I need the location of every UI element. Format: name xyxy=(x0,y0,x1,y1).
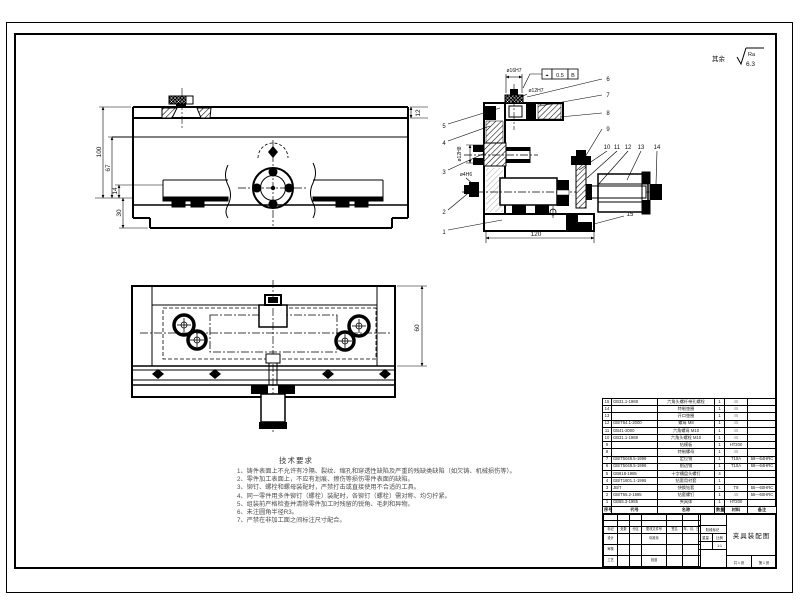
titleblock-grid-row: 工艺批准 xyxy=(603,555,701,567)
callout-13: 13 xyxy=(638,145,645,151)
plan-view: 60 xyxy=(131,280,427,433)
callout-7: 7 xyxy=(606,93,610,99)
roughness-note: 其余 Ra 6.3 xyxy=(712,47,764,68)
callout-8: 8 xyxy=(606,111,610,117)
callout-14: 14 xyxy=(654,145,661,151)
tol-datum: B xyxy=(571,73,575,79)
roughness-label: Ra xyxy=(748,52,756,58)
title-block: 标记处数分区更改文件号签名年、月、日设计标准化审核工艺批准 阶段标记 重量 比例… xyxy=(602,513,777,569)
tech-req-line: 4、同一零件用多件铆钉（螺栓）装配时，各铆钉（螺栓）需对称、均匀拧紧。 xyxy=(237,492,451,500)
dim-67: 67 xyxy=(105,164,112,172)
border-inner xyxy=(14,33,777,569)
titleblock-grid-body: 标记处数分区更改文件号签名年、月、日设计标准化审核工艺批准 xyxy=(603,514,701,567)
callout-11: 11 xyxy=(614,145,621,151)
callout-1: 1 xyxy=(442,230,446,236)
callout-5: 5 xyxy=(442,124,446,130)
roughness-prefix: 其余 xyxy=(712,54,726,63)
tech-req-line: 6、未注圆角半径R3。 xyxy=(237,509,298,517)
dim-60: 60 xyxy=(414,324,421,332)
technical-requirements: 技术要求 1、铸件表面上不允许有冷隔、裂纹、缩孔和穿透性缺陷及严重的残缺类缺陷（… xyxy=(237,455,516,525)
callout-10: 10 xyxy=(604,145,611,151)
roughness-check-icon xyxy=(736,47,747,66)
tech-req-line: 1、铸件表面上不允许有冷隔、裂纹、缩孔和穿透性缺陷及严重的残缺类缺陷（如欠铸、机… xyxy=(237,468,516,475)
titleblock-grid-row: 审核 xyxy=(603,544,701,556)
dim-120: 120 xyxy=(531,231,542,238)
tech-req-line: 2、零件加工表面上，不应有划痕、擦伤等损伤零件表面的缺陷。 xyxy=(237,476,414,484)
dim-dia16: ø16H7 xyxy=(506,68,521,74)
dim-dia12h8: ø12H8 xyxy=(457,146,463,161)
dim-12: 12 xyxy=(415,109,422,117)
titleblock-grid: 标记处数分区更改文件号签名年、月、日设计标准化审核工艺批准 xyxy=(603,514,701,567)
tol-value: 0.5 xyxy=(556,73,564,79)
dim-dia12: ø12H7 xyxy=(528,88,543,94)
dim-100: 100 xyxy=(96,146,103,157)
callout-2: 2 xyxy=(442,210,446,216)
section-view: ø16H7 ⌖ 0.5 B ø12H7 ø12H8 xyxy=(442,68,662,243)
callout-3: 3 xyxy=(442,170,446,176)
roughness-value: 6.3 xyxy=(746,61,755,68)
titleblock-grid-row: 标记处数分区更改文件号签名年、月、日 xyxy=(603,526,701,534)
front-view: 100 67 14 30 12 xyxy=(95,88,428,229)
tech-req-title: 技术要求 xyxy=(279,456,313,465)
drawing-title: 夹具装配图 xyxy=(726,514,777,556)
tech-req-line: 7、严禁在非加工面之间标注尺寸配合。 xyxy=(237,517,346,525)
bom-header-row: 序号代号名称数量材料备注 xyxy=(602,505,777,515)
callout-4: 4 xyxy=(442,141,446,147)
tol-symbol: ⌖ xyxy=(545,73,548,79)
titleblock-grid-row: 设计标准化 xyxy=(603,533,701,545)
titleblock-empty-cell xyxy=(698,549,727,569)
tech-req-line: 3、铆钉、螺栓和螺母装配时，严禁打击或直接使用不合适的工具。 xyxy=(237,484,420,492)
dim-30: 30 xyxy=(116,209,123,217)
dim-14: 14 xyxy=(112,187,119,195)
dim-dia4: ø4H6 xyxy=(460,172,472,178)
callout-12: 12 xyxy=(625,145,632,151)
sheet-number: 第 1 张 xyxy=(751,555,777,569)
border-outer xyxy=(6,22,793,593)
sheet-total: 共 1 张 xyxy=(726,555,752,569)
callout-6: 6 xyxy=(606,77,610,83)
callout-9: 9 xyxy=(606,127,610,133)
tolerance-frame xyxy=(541,68,579,80)
tech-req-line: 5、组装前严格检查并清除零件加工时残留的锐角、毛刺和异物。 xyxy=(237,500,414,508)
callout-15: 15 xyxy=(627,212,634,218)
